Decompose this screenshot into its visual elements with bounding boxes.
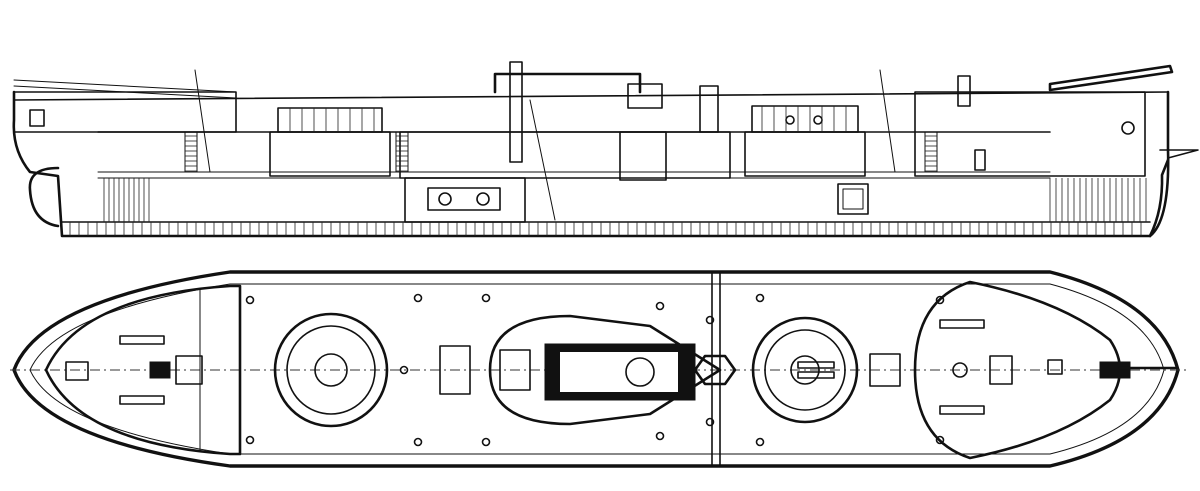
- elevation-stay-2: [529, 99, 556, 221]
- elevation-aft-turret-ribs: [289, 108, 375, 132]
- plan-aft-turret-outer: [273, 312, 389, 428]
- elevation-forecastle: [914, 91, 1146, 177]
- elevation-bowsprit: [1048, 64, 1174, 92]
- bollard-icon: [413, 437, 423, 447]
- elevation-central-casemate: [399, 131, 731, 179]
- elevation-fore-turret-top: [751, 105, 859, 133]
- plan-boiler-casing-hollow: [560, 352, 678, 392]
- elevation-boiler-box: [619, 131, 667, 181]
- bollard-icon: [935, 435, 945, 445]
- plan-bow-anchor-gear: [1099, 361, 1131, 379]
- plan-bollards: [245, 293, 945, 447]
- elevation-stay-1: [194, 69, 211, 173]
- bollard-icon: [245, 435, 255, 445]
- plan-fore-capstan: [952, 362, 968, 378]
- bollard-icon: [755, 437, 765, 447]
- plan-stern-gun-slide-lower: [119, 395, 165, 405]
- bollard-icon: [481, 293, 491, 303]
- bollard-icon: [935, 295, 945, 305]
- deck-plan-view: [10, 270, 1188, 468]
- elevation-hull-outline: [12, 90, 1170, 238]
- side-elevation-view: [12, 61, 1199, 238]
- plan-aft-turret-ring: [286, 325, 376, 415]
- elevation-funnel-cap: [627, 83, 663, 109]
- bollard-icon: [655, 301, 665, 311]
- plan-engine-hatch: [499, 349, 531, 391]
- plan-capstan-left: [869, 353, 901, 387]
- bollard-icon: [655, 431, 665, 441]
- plan-stern-capstan: [175, 355, 203, 385]
- bollard-icon: [413, 293, 423, 303]
- elevation-bow-ram: [1159, 149, 1199, 159]
- bollard-icon: [481, 437, 491, 447]
- plan-fore-turret-inner: [790, 355, 820, 385]
- plan-fore-turret-gun-1: [797, 361, 835, 369]
- elevation-keel-hatching: [69, 222, 1142, 236]
- plan-hexagon-conning-tower: [693, 354, 737, 386]
- elevation-fore-hatch: [837, 183, 869, 215]
- plan-fore-gun-slide-upper: [939, 319, 985, 329]
- elevation-engine-wheel-left: [438, 192, 452, 206]
- bollard-icon: [755, 293, 765, 303]
- elevation-engine-wheel-right: [476, 192, 490, 206]
- plan-aft-turret-inner: [314, 353, 348, 387]
- plan-fore-gun-slide-lower: [939, 405, 985, 415]
- elevation-stern-frames: [103, 178, 150, 222]
- plan-fore-turret-ring: [764, 329, 846, 411]
- bollard-icon: [705, 417, 715, 427]
- plan-fore-turret-outer: [751, 316, 859, 424]
- elevation-ventilator-mid: [699, 85, 719, 133]
- elevation-fore-turret-ribs: [761, 106, 847, 132]
- bollard-icon: [705, 315, 715, 325]
- plan-stern-gun: [149, 361, 171, 379]
- elevation-bow-stem: [1148, 158, 1170, 238]
- elevation-fore-turret-port-1: [785, 115, 795, 125]
- plan-fore-hatch: [1047, 359, 1063, 375]
- elevation-stern-rail: [13, 79, 237, 93]
- elevation-fore-turret-base: [744, 131, 866, 177]
- elevation-stay-3: [879, 69, 896, 173]
- elevation-mainmast: [509, 61, 523, 163]
- plan-fore-turret-gun-2: [797, 371, 835, 379]
- elevation-upper-deck-line: [13, 91, 1169, 101]
- elevation-stern-counter: [28, 166, 60, 228]
- elevation-forecastle-chimney: [957, 75, 971, 107]
- bollard-icon: [245, 295, 255, 305]
- elevation-hawse-pipe: [1121, 121, 1135, 135]
- plan-stern-hatch: [65, 361, 89, 381]
- elevation-bow-frames: [1049, 178, 1147, 222]
- elevation-stern-window: [29, 109, 45, 127]
- elevation-forecastle-door: [974, 149, 986, 171]
- plan-fore-windlass: [989, 355, 1013, 385]
- plan-stern-gun-slide-upper: [119, 335, 165, 345]
- bollard-icon: [399, 365, 409, 375]
- elevation-engine-room: [404, 177, 526, 223]
- elevation-ladders: [184, 131, 938, 173]
- elevation-aft-turret-top: [277, 107, 383, 133]
- plan-aft-skylight: [439, 345, 471, 395]
- elevation-fore-hatch-inner: [842, 188, 864, 210]
- elevation-aft-turret-base: [269, 131, 391, 177]
- elevation-fore-turret-port-2: [813, 115, 823, 125]
- elevation-funnel-pipe: [493, 72, 642, 94]
- plan-funnel-base: [625, 357, 655, 387]
- elevation-engine-block: [427, 187, 501, 211]
- plan-stern-deckhouse: [44, 284, 242, 456]
